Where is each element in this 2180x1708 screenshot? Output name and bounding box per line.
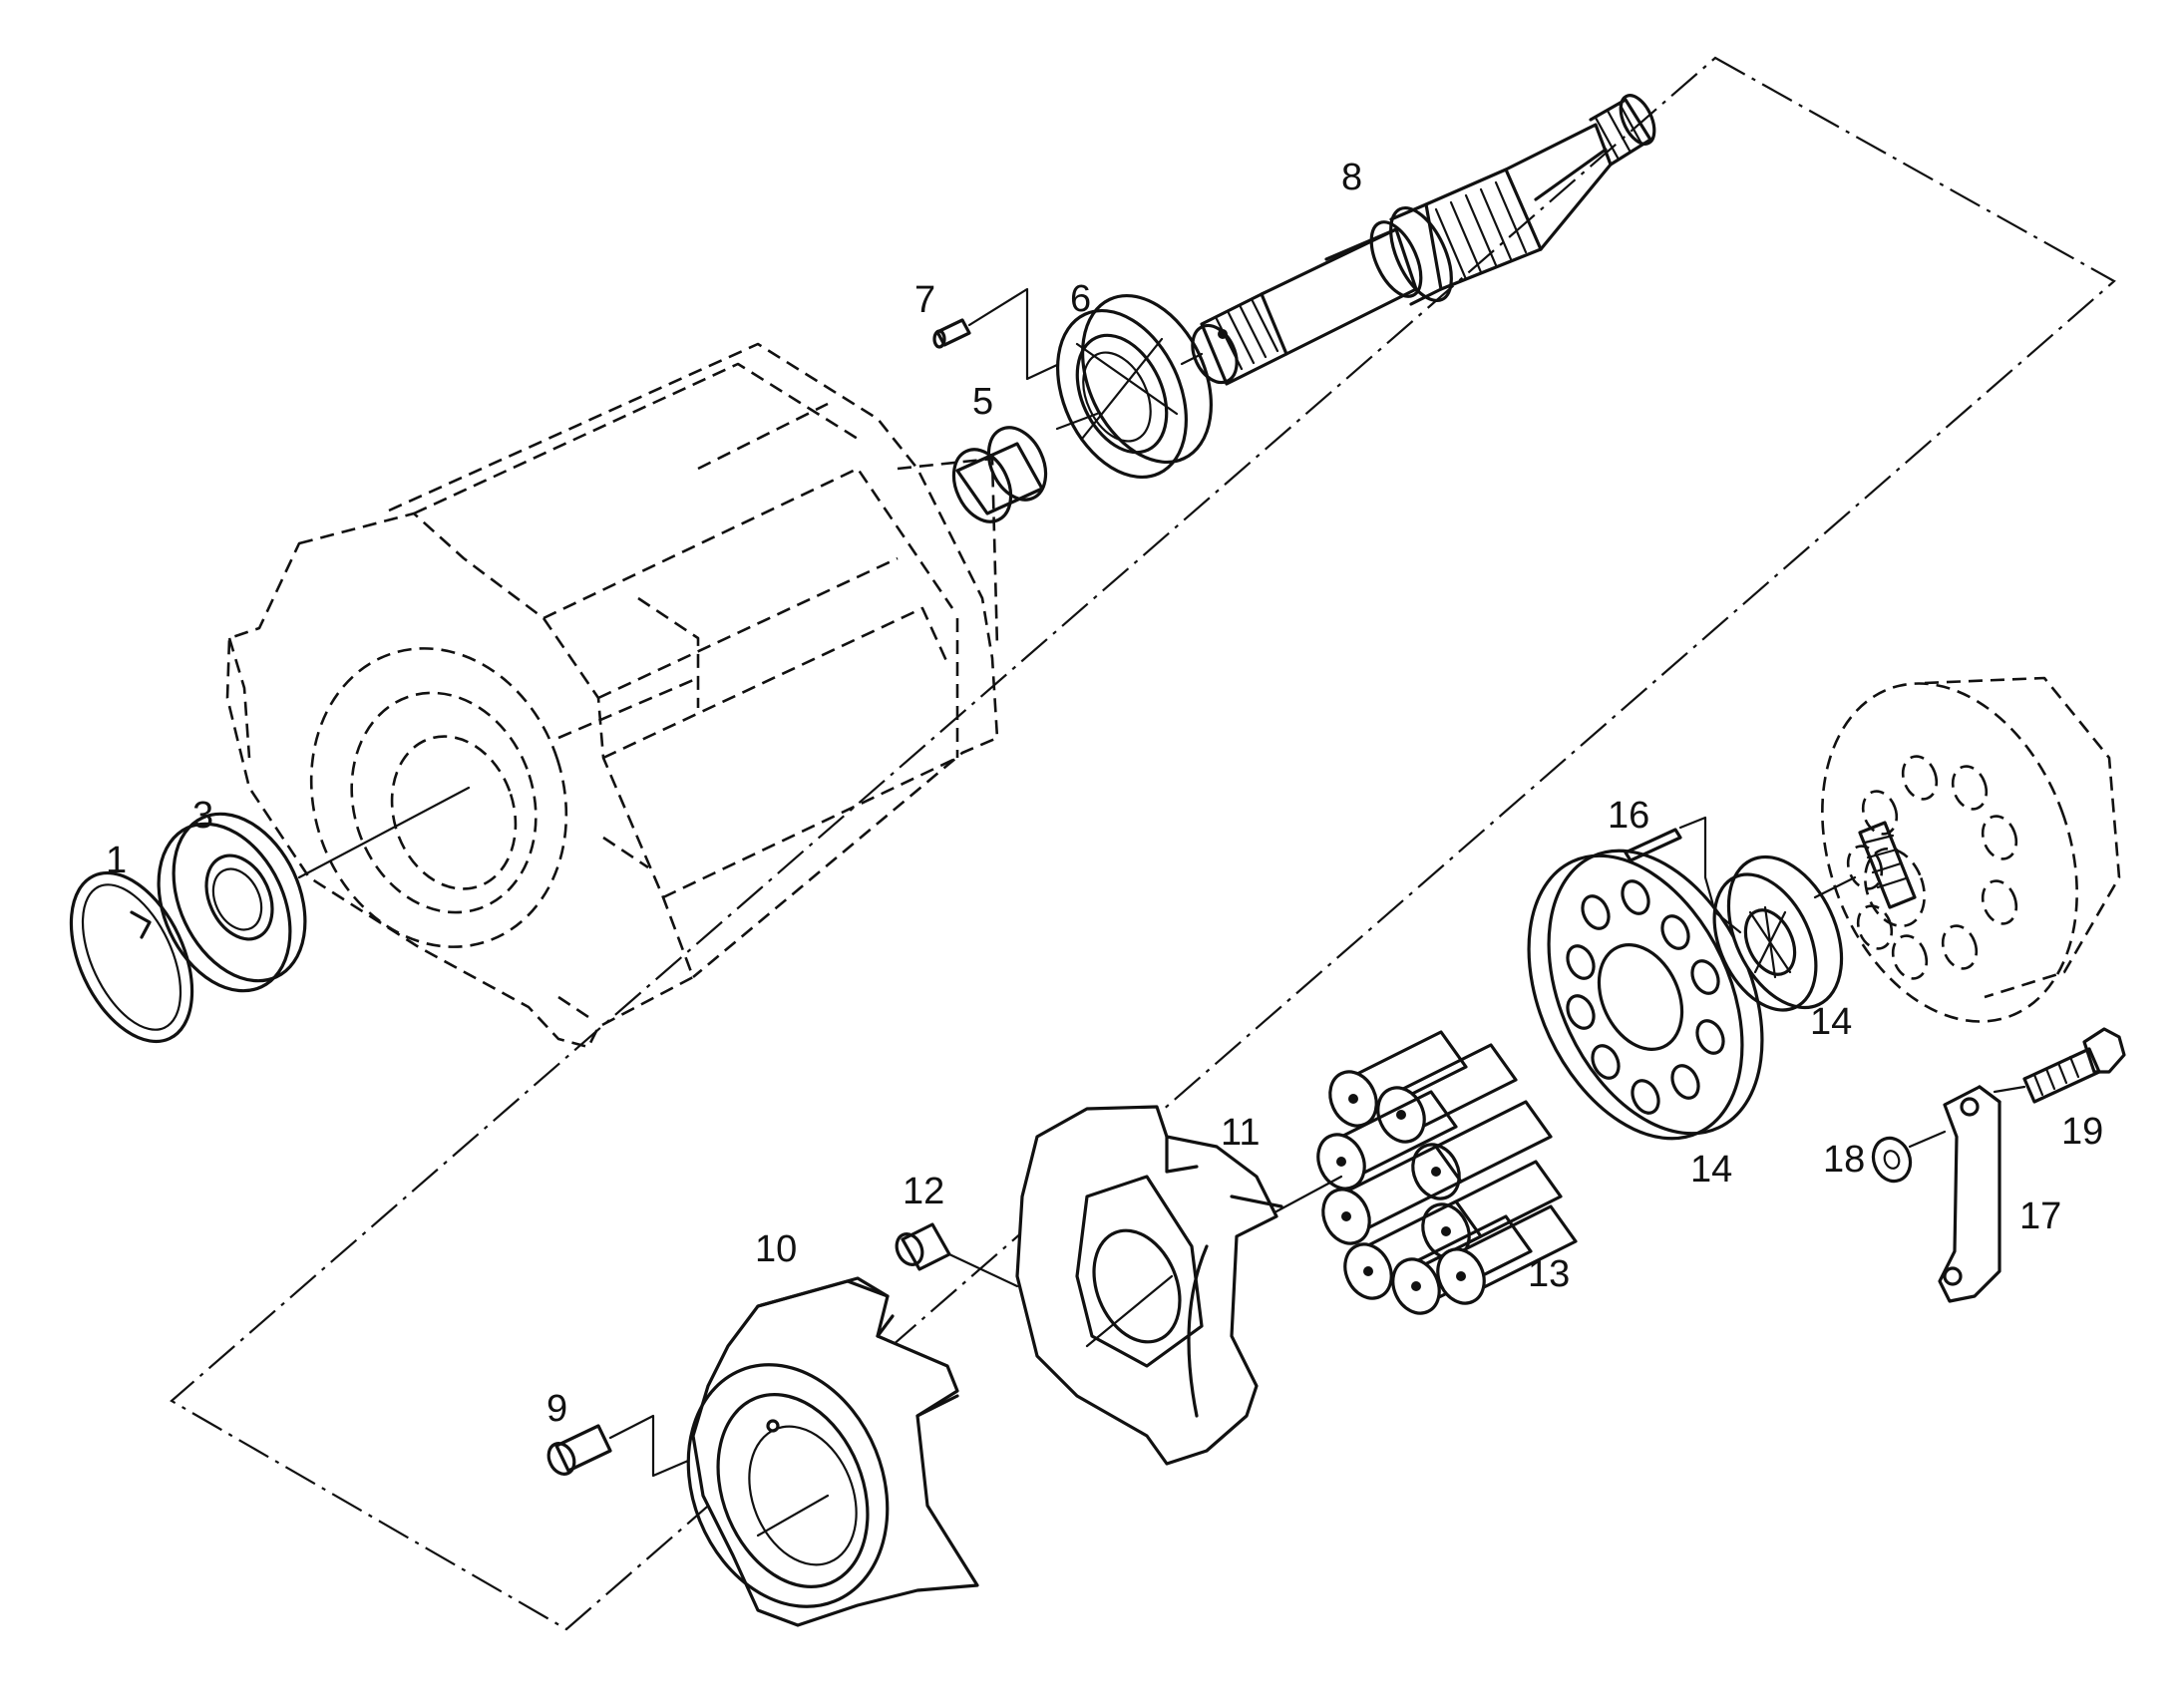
callout-14-plate: 14: [1690, 1149, 1732, 1191]
axis-line-upper-a: [1055, 412, 1099, 431]
callout-16: 16: [1608, 795, 1649, 837]
callout-10: 10: [755, 1228, 797, 1270]
callout-labels: 1 3 5 6 7 8 9 10 11 12 13 14 14 16 17 18…: [106, 157, 2103, 1430]
bolt-part-19: [1993, 1027, 2126, 1104]
spherical-guide-part-14: [1712, 854, 1844, 1012]
callout-5: 5: [972, 381, 993, 423]
pin-part-9: [546, 1414, 690, 1478]
washer-part-18: [1871, 1130, 1947, 1184]
callout-8: 8: [1341, 157, 1362, 198]
stop-bracket-part-17: [1938, 1085, 2001, 1303]
barrel-spline-hub: [1858, 821, 1917, 909]
pin-part-7: [932, 287, 1059, 381]
callout-11: 11: [1221, 1112, 1260, 1154]
callout-9: 9: [546, 1388, 567, 1430]
callout-7: 7: [914, 279, 935, 321]
drive-shaft-part-8: [1191, 94, 1656, 386]
callout-17: 17: [2019, 1196, 2061, 1237]
callout-1: 1: [106, 840, 127, 881]
cylinder-barrel-phantom: [1821, 676, 2121, 1023]
callout-6: 6: [1070, 278, 1091, 320]
cradle-part-10: [686, 1276, 979, 1627]
callout-19: 19: [2061, 1111, 2103, 1153]
axis-line-upper-b: [1180, 352, 1204, 366]
callout-14-guide: 14: [1810, 1001, 1852, 1043]
housing-axis-line: [297, 786, 471, 879]
bushing-part-5: [951, 426, 1048, 523]
shaft-seal-part-3: [157, 812, 307, 993]
pin-part-12: [895, 1222, 1019, 1288]
pin-part-16: [1624, 816, 1742, 934]
axis-line-swash: [1274, 1175, 1343, 1213]
callout-18: 18: [1823, 1139, 1865, 1181]
bearing-part-6: [1056, 293, 1213, 480]
swashplate-part-11: [1015, 1105, 1283, 1466]
callout-3: 3: [192, 795, 213, 837]
circlip-part-1: [69, 870, 194, 1044]
callout-12: 12: [903, 1171, 944, 1212]
assembly-boundary: [170, 56, 2116, 1631]
pump-housing-phantom: [225, 342, 999, 1049]
pistons-part-13: [1316, 1030, 1578, 1315]
callout-13: 13: [1528, 1253, 1570, 1295]
